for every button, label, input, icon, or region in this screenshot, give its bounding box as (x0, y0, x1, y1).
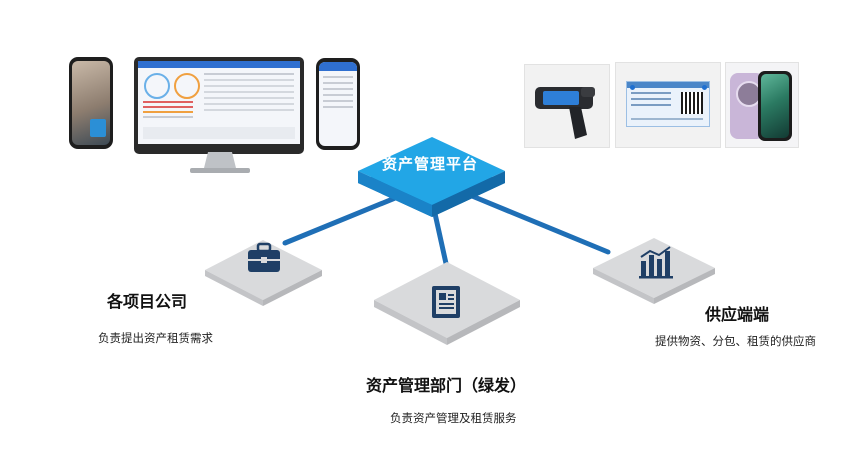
document-icon (432, 286, 460, 318)
bar-chart-icon (639, 246, 673, 279)
projects-title: 各项目公司 (107, 292, 188, 311)
monitor-stand (190, 152, 250, 173)
desktop-monitor-image (134, 57, 304, 154)
smartphone-image (725, 62, 799, 148)
link-to-supplier (469, 193, 611, 255)
phone-image (69, 57, 113, 149)
supplier-desc: 提供物资、分包、租赁的供应商 (655, 334, 816, 348)
handheld-scanner-image (524, 64, 610, 148)
briefcase-icon (248, 242, 280, 272)
asset-tag-label-image (615, 62, 721, 148)
hub-tile (358, 137, 505, 217)
phone-image (316, 58, 360, 150)
department-desc: 负责资产管理及租赁服务 (390, 411, 517, 425)
hub-label: 资产管理平台 (381, 155, 478, 173)
department-title: 资产管理部门（绿发） (366, 376, 527, 395)
supplier-title: 供应端端 (705, 305, 770, 324)
link-to-projects (282, 193, 403, 246)
projects-desc: 负责提出资产租赁需求 (98, 331, 213, 345)
